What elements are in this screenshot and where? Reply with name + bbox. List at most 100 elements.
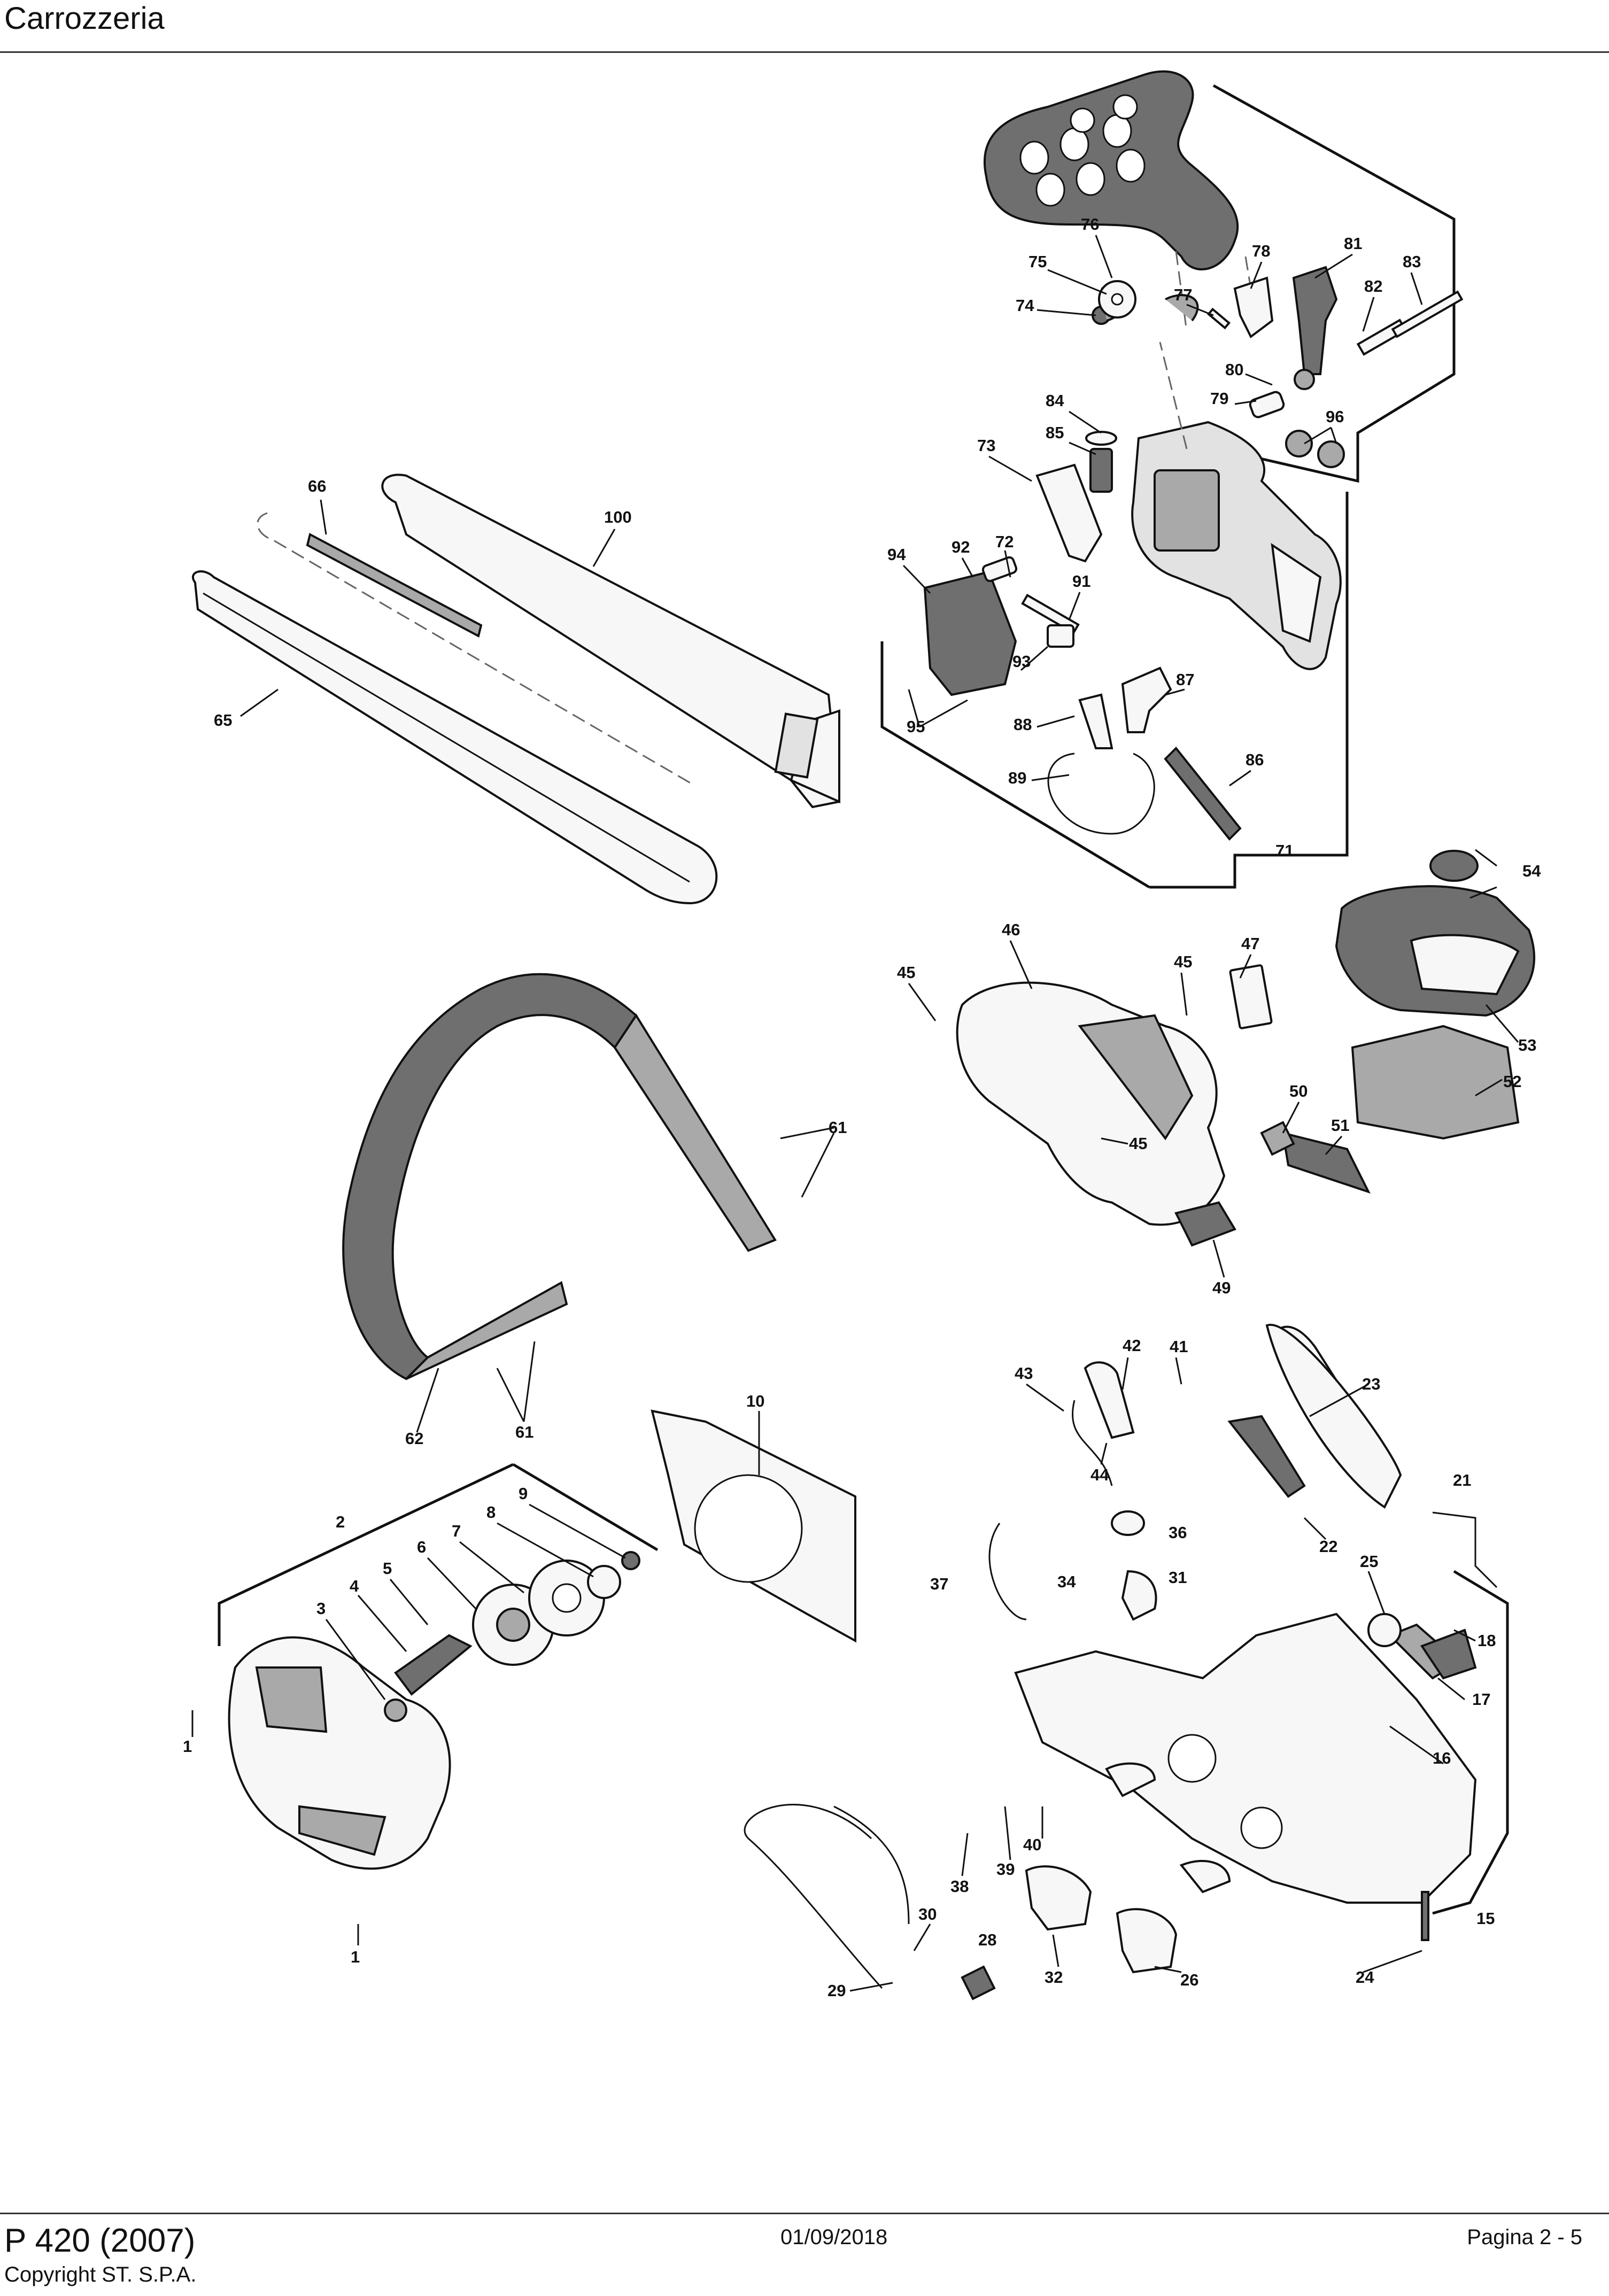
part-label-41: 41 — [1170, 1337, 1188, 1356]
part-label-29: 29 — [827, 1981, 846, 2000]
part-label-26: 26 — [1180, 1971, 1198, 1989]
part-label-74: 74 — [1016, 296, 1034, 315]
part-label-77: 77 — [1174, 285, 1192, 304]
part-label-52: 52 — [1503, 1072, 1521, 1091]
part-label-37: 37 — [930, 1574, 948, 1593]
part-label-87: 87 — [1176, 670, 1194, 689]
part-label-71: 71 — [1275, 841, 1294, 860]
part-label-45a: 45 — [897, 963, 915, 982]
part-label-95: 95 — [907, 717, 925, 736]
brake-small-parts — [923, 266, 1464, 841]
fuel-parts — [744, 1361, 1231, 2000]
part-label-76: 76 — [1081, 215, 1099, 234]
part-label-88: 88 — [1014, 715, 1032, 734]
part-label-31: 31 — [1169, 1568, 1187, 1587]
part-label-79: 79 — [1210, 389, 1228, 408]
part-label-1b: 1 — [351, 1948, 360, 1966]
front-handle — [342, 973, 777, 1380]
part-label-3: 3 — [316, 1599, 326, 1618]
part-label-7: 7 — [452, 1522, 461, 1540]
part-label-2: 2 — [336, 1512, 345, 1531]
part-label-50: 50 — [1289, 1082, 1308, 1100]
bracket-brake-side — [1149, 492, 1349, 889]
bracket-brake-left — [880, 641, 1150, 889]
cylinder-cover — [956, 981, 1226, 1226]
part-label-9: 9 — [519, 1484, 528, 1503]
part-labels: 1 1 2 3 4 5 6 7 8 9 10 15 16 17 18 21 22… — [183, 215, 1541, 2000]
part-label-65: 65 — [214, 711, 232, 730]
part-label-85: 85 — [1046, 423, 1064, 442]
part-label-54: 54 — [1522, 862, 1541, 880]
model-name: P 420 (2007) — [4, 2222, 196, 2259]
bracket-brake-top — [1212, 84, 1456, 483]
part-label-83: 83 — [1403, 252, 1421, 271]
guide-bar-cover — [381, 474, 841, 809]
part-label-47: 47 — [1241, 934, 1259, 953]
part-label-36: 36 — [1169, 1523, 1187, 1542]
part-label-72: 72 — [995, 532, 1014, 551]
rear-handle-guard — [983, 70, 1239, 270]
leader-lines — [191, 235, 1519, 1992]
part-label-39: 39 — [996, 1860, 1015, 1879]
cover-small-parts — [1174, 964, 1371, 1247]
header-divider — [0, 51, 1609, 53]
part-label-80: 80 — [1225, 360, 1243, 379]
print-date: 01/09/2018 — [780, 2225, 888, 2249]
part-label-66: 66 — [308, 477, 326, 495]
air-filter-cover — [1335, 850, 1535, 1140]
guide-bar — [191, 570, 718, 905]
handle-parts — [1227, 1323, 1498, 1941]
crankcase — [1014, 1612, 1477, 1904]
part-label-30: 30 — [918, 1905, 937, 1923]
part-label-61b: 61 — [515, 1423, 533, 1441]
part-label-75: 75 — [1028, 252, 1047, 271]
starter-housing — [228, 1636, 451, 1870]
page-title: Carrozzeria — [4, 1, 165, 36]
part-label-96: 96 — [1326, 407, 1344, 426]
part-label-15: 15 — [1476, 1909, 1495, 1928]
part-label-100: 100 — [604, 508, 632, 526]
bracket-crankcase — [1432, 1570, 1509, 1915]
part-label-86: 86 — [1246, 750, 1264, 769]
part-label-5: 5 — [383, 1559, 392, 1578]
copyright: Copyright ST. S.P.A. — [4, 2263, 197, 2286]
part-label-18: 18 — [1478, 1631, 1496, 1650]
starter-parts — [384, 1409, 856, 1722]
part-label-6: 6 — [417, 1538, 426, 1556]
part-label-1a: 1 — [183, 1737, 192, 1756]
part-label-22: 22 — [1319, 1537, 1337, 1556]
part-label-46: 46 — [1002, 920, 1020, 939]
footer-divider — [0, 2213, 1609, 2214]
part-label-82: 82 — [1364, 277, 1382, 296]
part-label-25: 25 — [1360, 1552, 1378, 1571]
part-label-94: 94 — [887, 545, 906, 564]
part-label-93: 93 — [1012, 652, 1031, 671]
part-label-81: 81 — [1344, 234, 1362, 253]
part-label-34: 34 — [1057, 1572, 1076, 1591]
part-label-32: 32 — [1045, 1968, 1063, 1987]
part-label-43: 43 — [1015, 1364, 1033, 1383]
part-label-62: 62 — [405, 1429, 423, 1448]
saw-chain — [257, 512, 695, 787]
chain-brake-housing — [1131, 421, 1342, 670]
part-label-45c: 45 — [1129, 1134, 1147, 1153]
part-label-91: 91 — [1072, 572, 1090, 591]
part-label-4: 4 — [350, 1577, 359, 1595]
part-label-42: 42 — [1123, 1336, 1141, 1355]
part-label-10: 10 — [746, 1392, 764, 1410]
part-label-73: 73 — [977, 436, 995, 455]
part-label-84: 84 — [1046, 391, 1064, 410]
part-label-17: 17 — [1472, 1690, 1490, 1709]
part-label-53: 53 — [1518, 1036, 1536, 1054]
part-label-92: 92 — [952, 538, 970, 556]
part-label-89: 89 — [1008, 769, 1026, 787]
dash-brake — [1159, 251, 1257, 449]
part-label-28: 28 — [978, 1930, 996, 1949]
part-label-78: 78 — [1252, 242, 1270, 260]
part-label-21: 21 — [1453, 1471, 1471, 1490]
part-label-49: 49 — [1212, 1278, 1231, 1297]
part-label-38: 38 — [950, 1877, 969, 1896]
part-label-45b: 45 — [1174, 952, 1192, 971]
part-label-8: 8 — [486, 1503, 496, 1522]
